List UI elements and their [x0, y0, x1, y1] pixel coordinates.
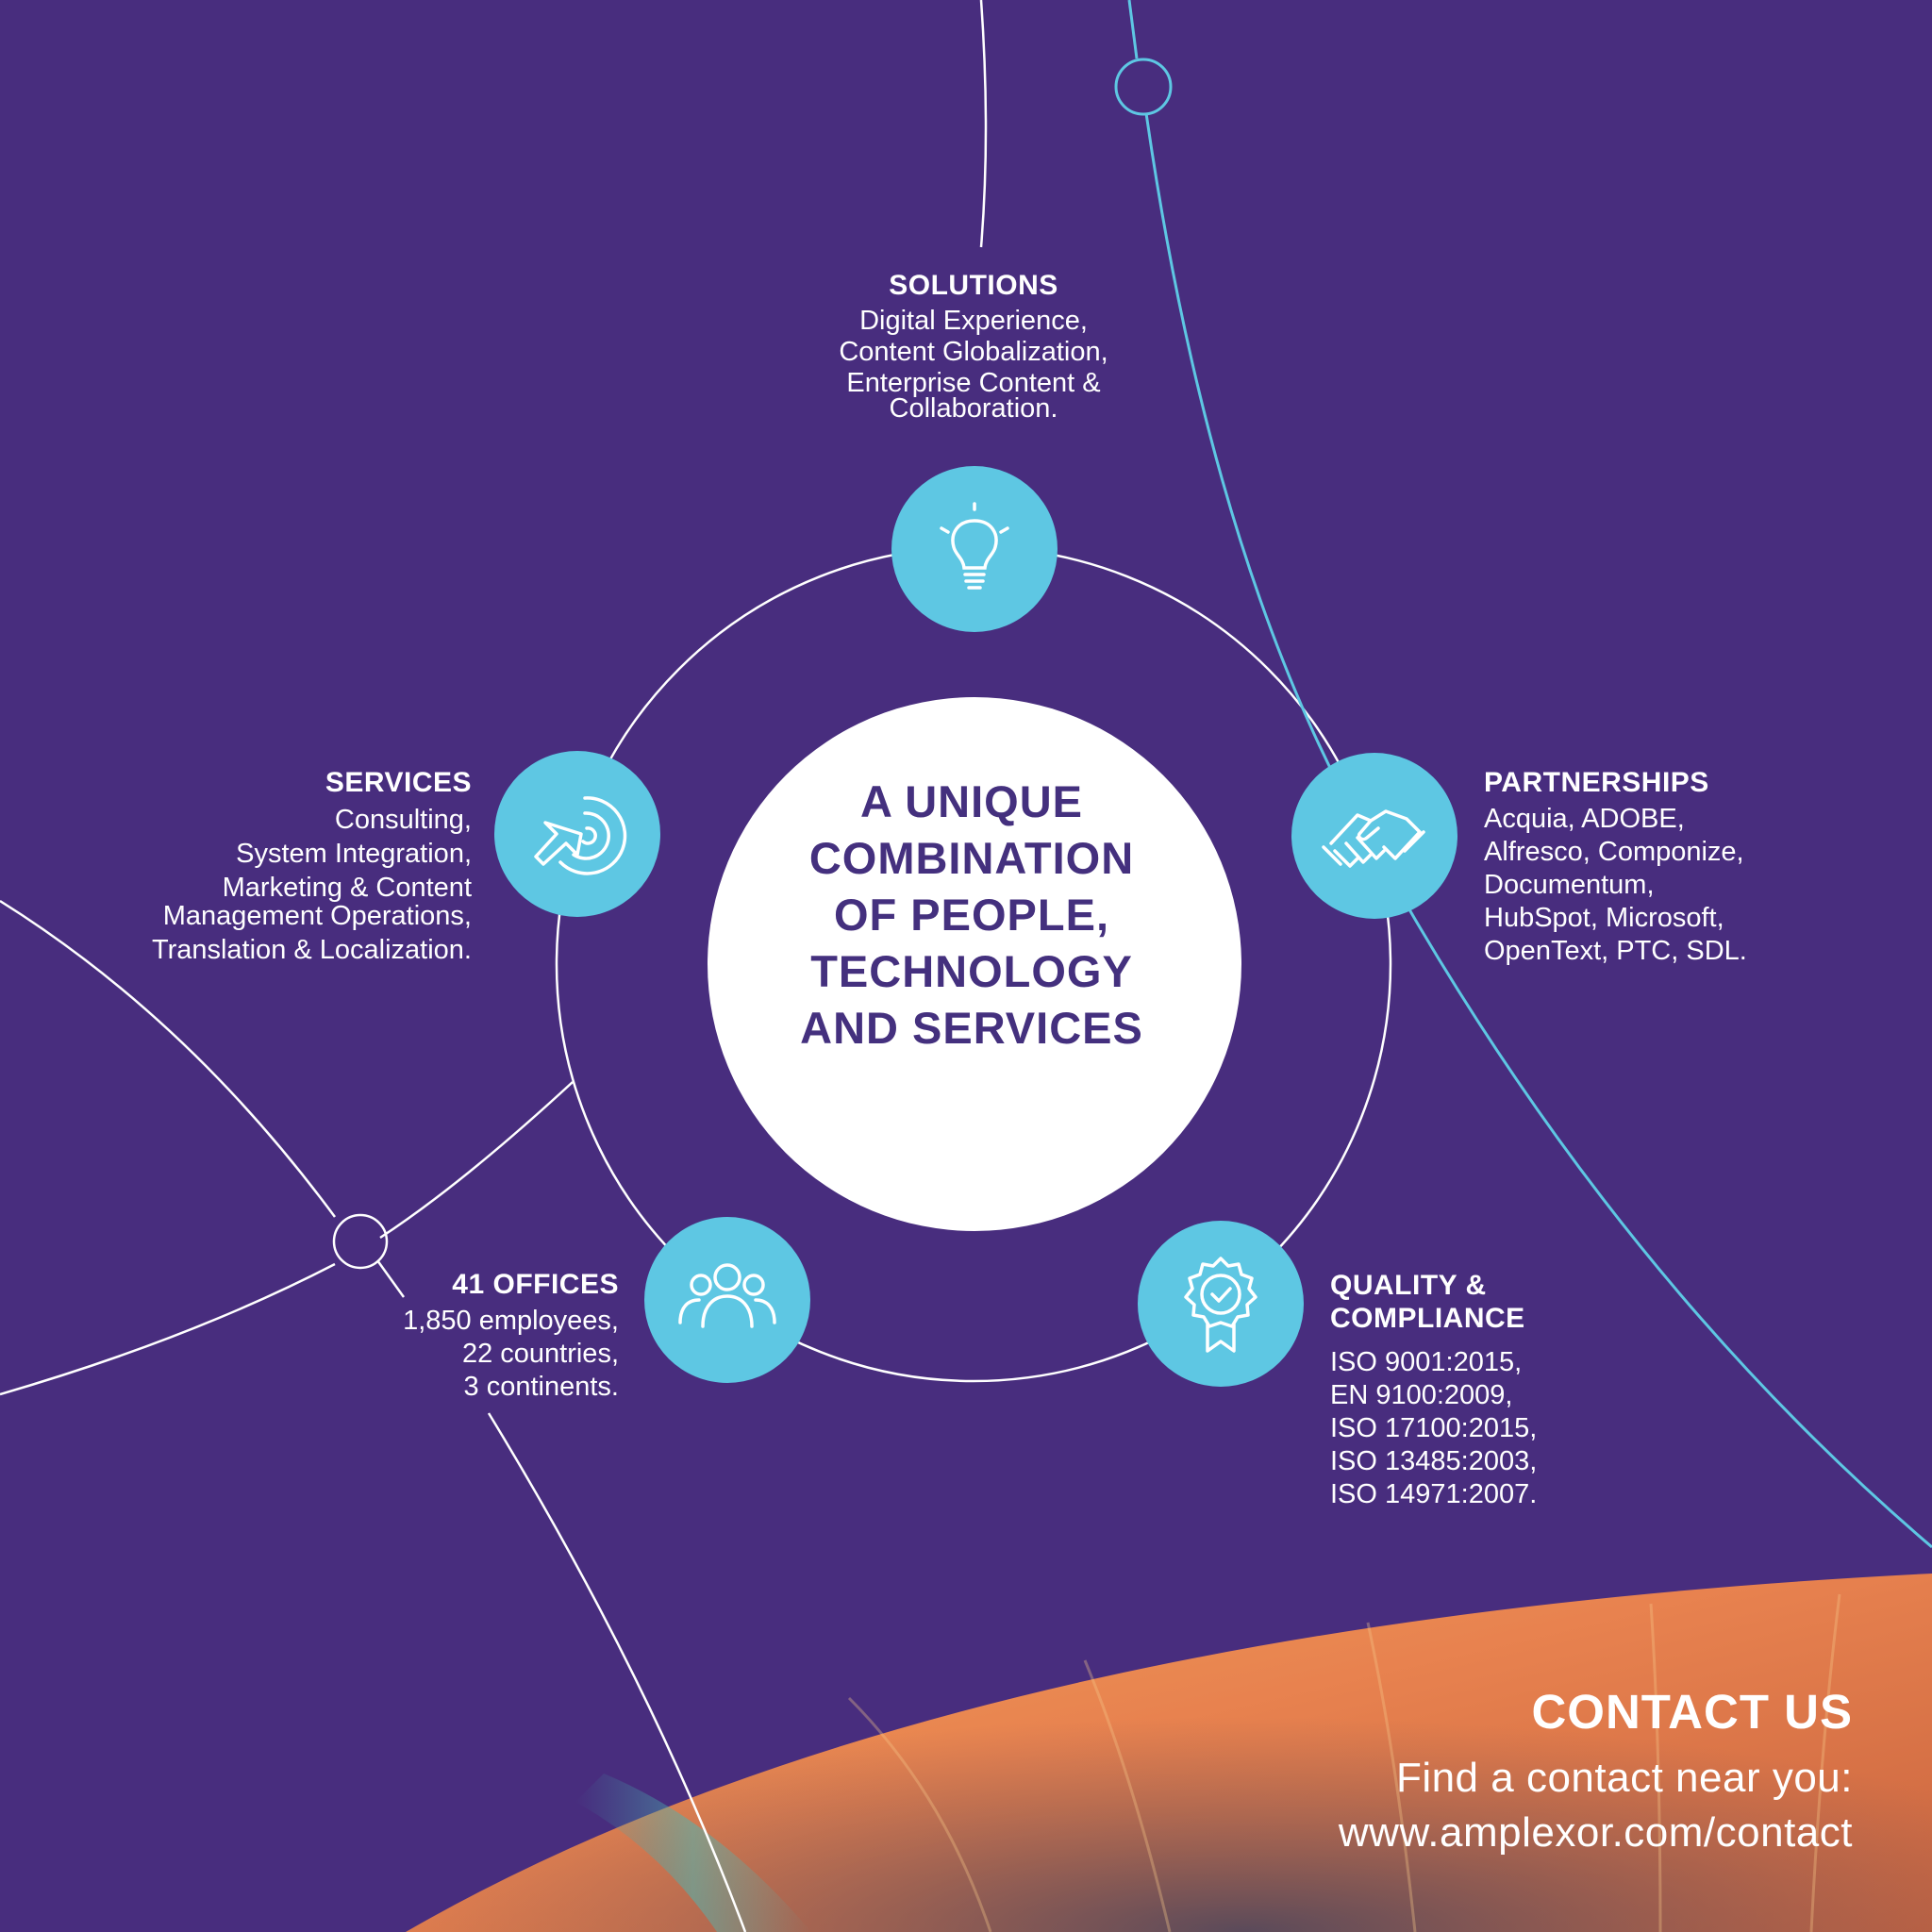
center-title: A UNIQUE COMBINATION OF PEOPLE, TECHNOLO… [708, 774, 1236, 1057]
center-title-line: OF PEOPLE, [833, 890, 1110, 940]
services-heading: SERVICES [325, 767, 472, 798]
partnerships-item: Alfresco, Componize, [1484, 837, 1744, 867]
handshake-icon [1322, 809, 1425, 868]
partnerships-item: OpenText, PTC, SDL. [1484, 936, 1747, 966]
offices-item: 1,850 employees, [403, 1306, 619, 1336]
award-badge-icon [1184, 1257, 1257, 1353]
center-title-line: COMBINATION [808, 833, 1135, 883]
center-title-line: AND SERVICES [800, 1003, 1143, 1053]
services-block: SERVICES Consulting, System Integration,… [94, 767, 472, 967]
ring-node-top [1114, 58, 1173, 116]
center-circle [708, 697, 1241, 1231]
contact-title: CONTACT US [1531, 1685, 1853, 1739]
solutions-item: Enterprise Content & [846, 368, 1101, 398]
solutions-block: SOLUTIONS Digital Experience, Content Gl… [785, 270, 1162, 425]
quality-block: QUALITY & COMPLIANCE ISO 9001:2015, EN 9… [1330, 1269, 1726, 1511]
services-item: Marketing & Content [222, 873, 472, 903]
solutions-item: Content Globalization, [839, 337, 1108, 367]
offices-item: 22 countries, [461, 1339, 619, 1369]
services-item: Translation & Localization. [151, 935, 472, 965]
center-title-line: A UNIQUE [859, 776, 1084, 826]
services-item: System Integration, [236, 839, 472, 869]
offices-item: 3 continents. [463, 1372, 619, 1402]
quality-item: ISO 13485:2003, [1330, 1446, 1538, 1476]
center-title-line: TECHNOLOGY [810, 946, 1133, 996]
quality-heading: COMPLIANCE [1330, 1303, 1525, 1334]
quality-item: ISO 14971:2007. [1330, 1479, 1538, 1509]
partnerships-item: Documentum, [1484, 870, 1655, 900]
offices-node [644, 1217, 810, 1383]
solutions-node [891, 466, 1058, 632]
partnerships-item: HubSpot, Microsoft, [1484, 903, 1724, 933]
quality-node [1138, 1221, 1304, 1387]
contact-prompt: Find a contact near you: [1395, 1755, 1853, 1801]
partnerships-heading: PARTNERSHIPS [1484, 767, 1709, 798]
solutions-item: Digital Experience, [859, 306, 1088, 336]
quality-item: ISO 17100:2015, [1330, 1413, 1538, 1443]
partnerships-block: PARTNERSHIPS Acquia, ADOBE, Alfresco, Co… [1484, 767, 1880, 968]
offices-block: 41 OFFICES 1,850 employees, 22 countries… [242, 1269, 619, 1404]
ring-node-left [332, 1213, 389, 1270]
solutions-item: Collaboration. [889, 393, 1058, 424]
services-item: Management Operations, [162, 901, 472, 931]
target-cursor-icon [534, 796, 627, 875]
lightbulb-icon [940, 502, 1009, 590]
solutions-heading: SOLUTIONS [889, 270, 1058, 301]
quality-heading: QUALITY & [1330, 1270, 1487, 1301]
partnerships-node [1291, 753, 1457, 919]
services-node [494, 751, 660, 917]
quality-item: EN 9100:2009, [1330, 1380, 1513, 1410]
people-group-icon [678, 1263, 776, 1328]
services-item: Consulting, [334, 805, 472, 835]
quality-item: ISO 9001:2015, [1330, 1347, 1523, 1377]
partnerships-item: Acquia, ADOBE, [1484, 804, 1685, 834]
offices-heading: 41 OFFICES [452, 1269, 619, 1300]
contact-url-link[interactable]: www.amplexor.com/contact [1338, 1809, 1853, 1856]
